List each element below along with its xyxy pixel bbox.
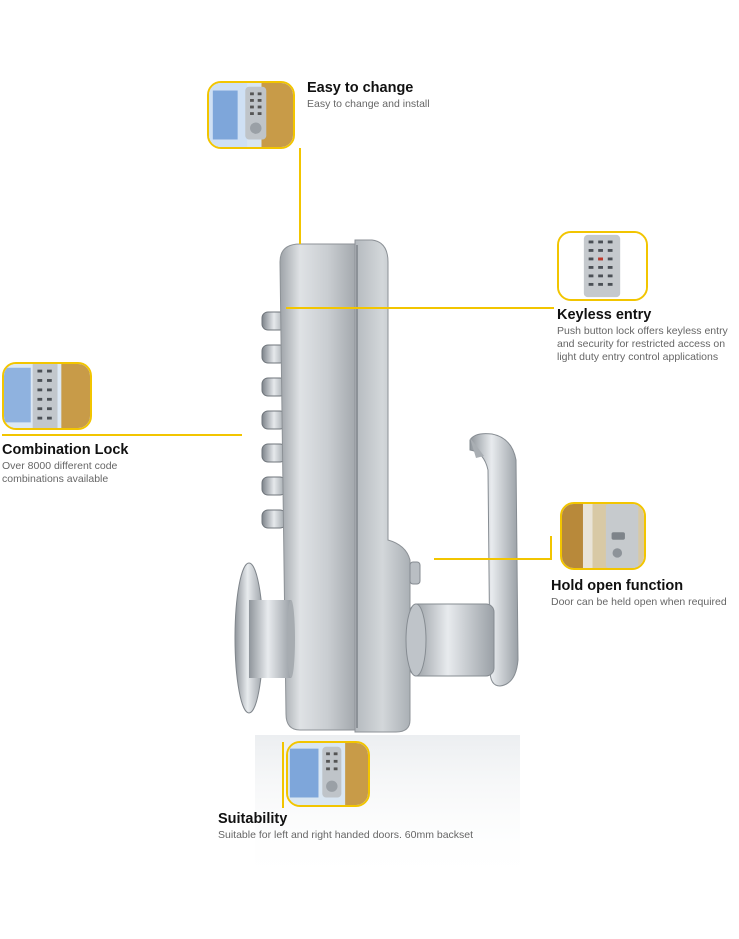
connector-line-suitability	[282, 742, 284, 808]
callout-description-line: and security for restricted access on	[557, 338, 726, 350]
callout-description: Door can be held open when required	[551, 596, 727, 608]
callout-keyless-entry: Keyless entry Push button lock offers ke…	[557, 307, 728, 364]
connector-line-hold-open-vertical	[550, 536, 552, 560]
callout-title: Suitability	[218, 811, 288, 827]
callout-description-line: light duty entry control applications	[557, 351, 719, 363]
callout-description: Suitable for left and right handed doors…	[218, 829, 474, 841]
callout-title: Combination Lock	[2, 442, 129, 458]
connector-line-keyless-entry	[286, 307, 554, 309]
callout-hold-open-function: Hold open function Door can be held open…	[551, 578, 727, 609]
callout-title: Hold open function	[551, 578, 684, 594]
keypad-on-door-thumbnail	[2, 362, 92, 430]
callout-description: Over 8000 different code combinations av…	[2, 460, 128, 486]
callout-title: Keyless entry	[557, 307, 652, 323]
callout-description-line: combinations available	[2, 473, 109, 485]
callout-combination-lock: Combination Lock Over 8000 different cod…	[2, 442, 128, 486]
callout-description: Push button lock offers keyless entry an…	[557, 325, 728, 364]
connector-line-hold-open	[434, 558, 552, 560]
callout-description-line: Push button lock offers keyless entry	[557, 325, 728, 337]
callout-suitability: Suitability Suitable for left and right …	[218, 811, 473, 842]
callout-title: Easy to change	[307, 80, 414, 96]
keypad-closeup-thumbnail	[557, 231, 648, 301]
connector-line-combination-lock	[2, 434, 242, 436]
callout-description-line: Over 8000 different code	[2, 460, 118, 472]
callout-description: Easy to change and install	[307, 98, 430, 110]
callout-easy-to-change: Easy to change Easy to change and instal…	[307, 80, 430, 111]
door-lock-thumbnail	[286, 741, 370, 807]
connector-line-easy-to-change	[299, 148, 301, 244]
lock-installed-thumbnail	[207, 81, 295, 149]
hold-open-latch-thumbnail	[560, 502, 646, 570]
